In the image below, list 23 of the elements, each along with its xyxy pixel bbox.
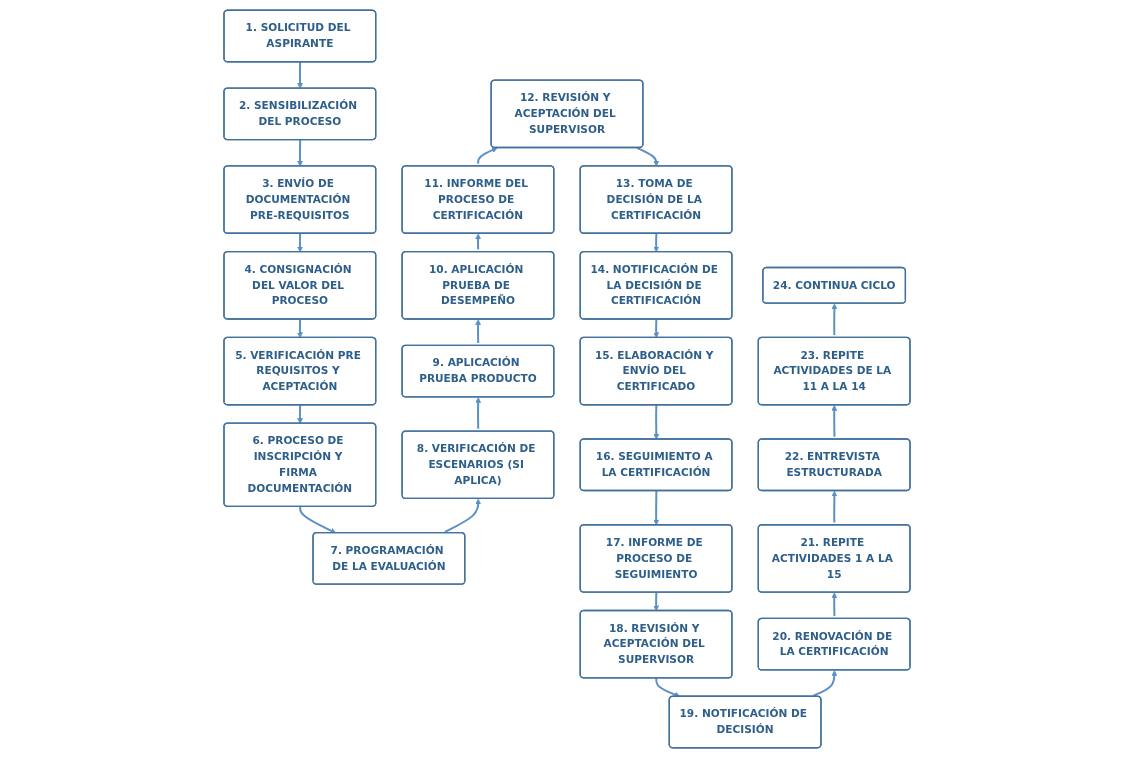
arrow [444,498,482,533]
arrow [655,677,681,698]
arrow [299,505,337,534]
arrow [653,404,660,440]
arrow [831,592,838,618]
arrow [475,319,481,345]
arrow [831,405,838,438]
arrow [475,233,481,251]
arrow [831,490,838,524]
arrow [636,146,660,167]
arrow [297,318,303,339]
arrow [653,489,660,526]
arrow [297,138,303,167]
arrow [653,232,660,253]
arrow [297,61,303,89]
arrow [297,232,303,253]
arrow [475,397,482,430]
arrow [831,303,838,337]
arrow [297,404,303,424]
arrow [653,318,660,339]
arrow [812,670,838,697]
arrow [653,591,660,612]
arrow [477,147,498,165]
